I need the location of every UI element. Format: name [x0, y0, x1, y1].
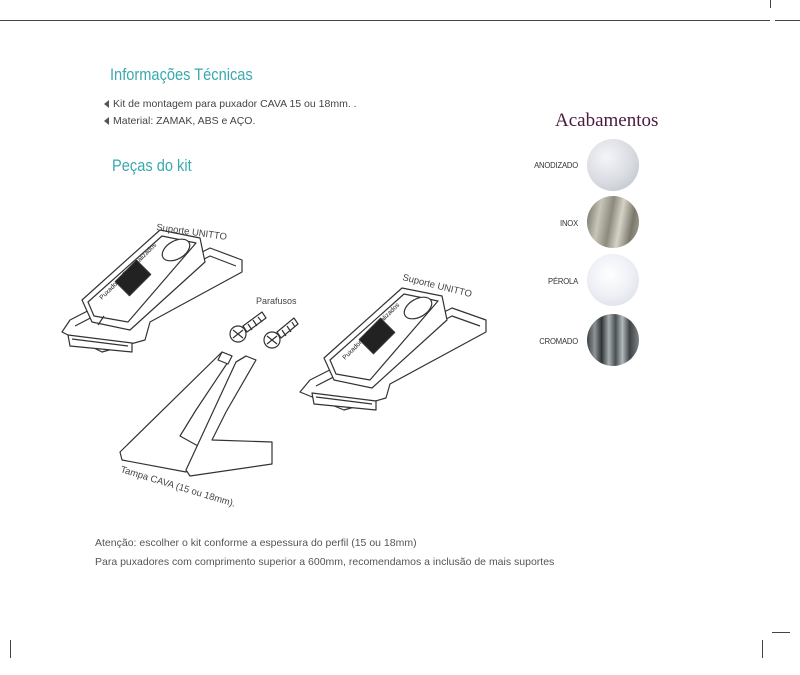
- parts-title: Peças do kit: [112, 156, 192, 175]
- finish-swatch-cromado: [587, 314, 639, 366]
- bullet-arrow-icon: [104, 99, 109, 108]
- finish-swatch-inox: [587, 196, 639, 248]
- crop-mark-bottom-right-vertical: [762, 640, 763, 658]
- bullet-arrow-icon: [104, 116, 109, 125]
- finish-label-perola: PÉROLA: [548, 276, 578, 286]
- finish-label-anodizado: ANODIZADO: [534, 160, 578, 170]
- note-recommendation: Para puxadores com comprimento superior …: [95, 556, 555, 568]
- finishes-title: Acabamentos: [555, 110, 659, 131]
- finish-swatch-anodizado: [587, 139, 639, 191]
- screws-drawing: [229, 311, 299, 349]
- label-screws: Parafusos: [256, 296, 297, 306]
- crop-mark-bottom-right-horizontal: [772, 632, 790, 633]
- info-title: Informações Técnicas: [110, 65, 253, 84]
- note-attention: Atenção: escolher o kit conforme a espes…: [95, 537, 417, 549]
- support-right-drawing: Puxadores Personalizados: [299, 287, 487, 411]
- support-left-drawing: Puxadores Personalizados: [61, 229, 243, 353]
- info-list: Kit de montagem para puxador CAVA 15 ou …: [104, 95, 357, 129]
- cover-drawing: [119, 351, 273, 477]
- info-item: Kit de montagem para puxador CAVA 15 ou …: [104, 95, 357, 112]
- finish-label-inox: INOX: [560, 218, 578, 228]
- crop-mark-top-left: [0, 20, 770, 21]
- crop-mark-top-right-horizontal: [775, 20, 800, 21]
- finish-label-cromado: CROMADO: [539, 336, 578, 346]
- info-item: Material: ZAMAK, ABS e AÇO.: [104, 112, 357, 129]
- crop-mark-top-right-vertical: [770, 0, 771, 8]
- crop-mark-bottom-left: [10, 640, 11, 658]
- finish-swatch-perola: [587, 254, 639, 306]
